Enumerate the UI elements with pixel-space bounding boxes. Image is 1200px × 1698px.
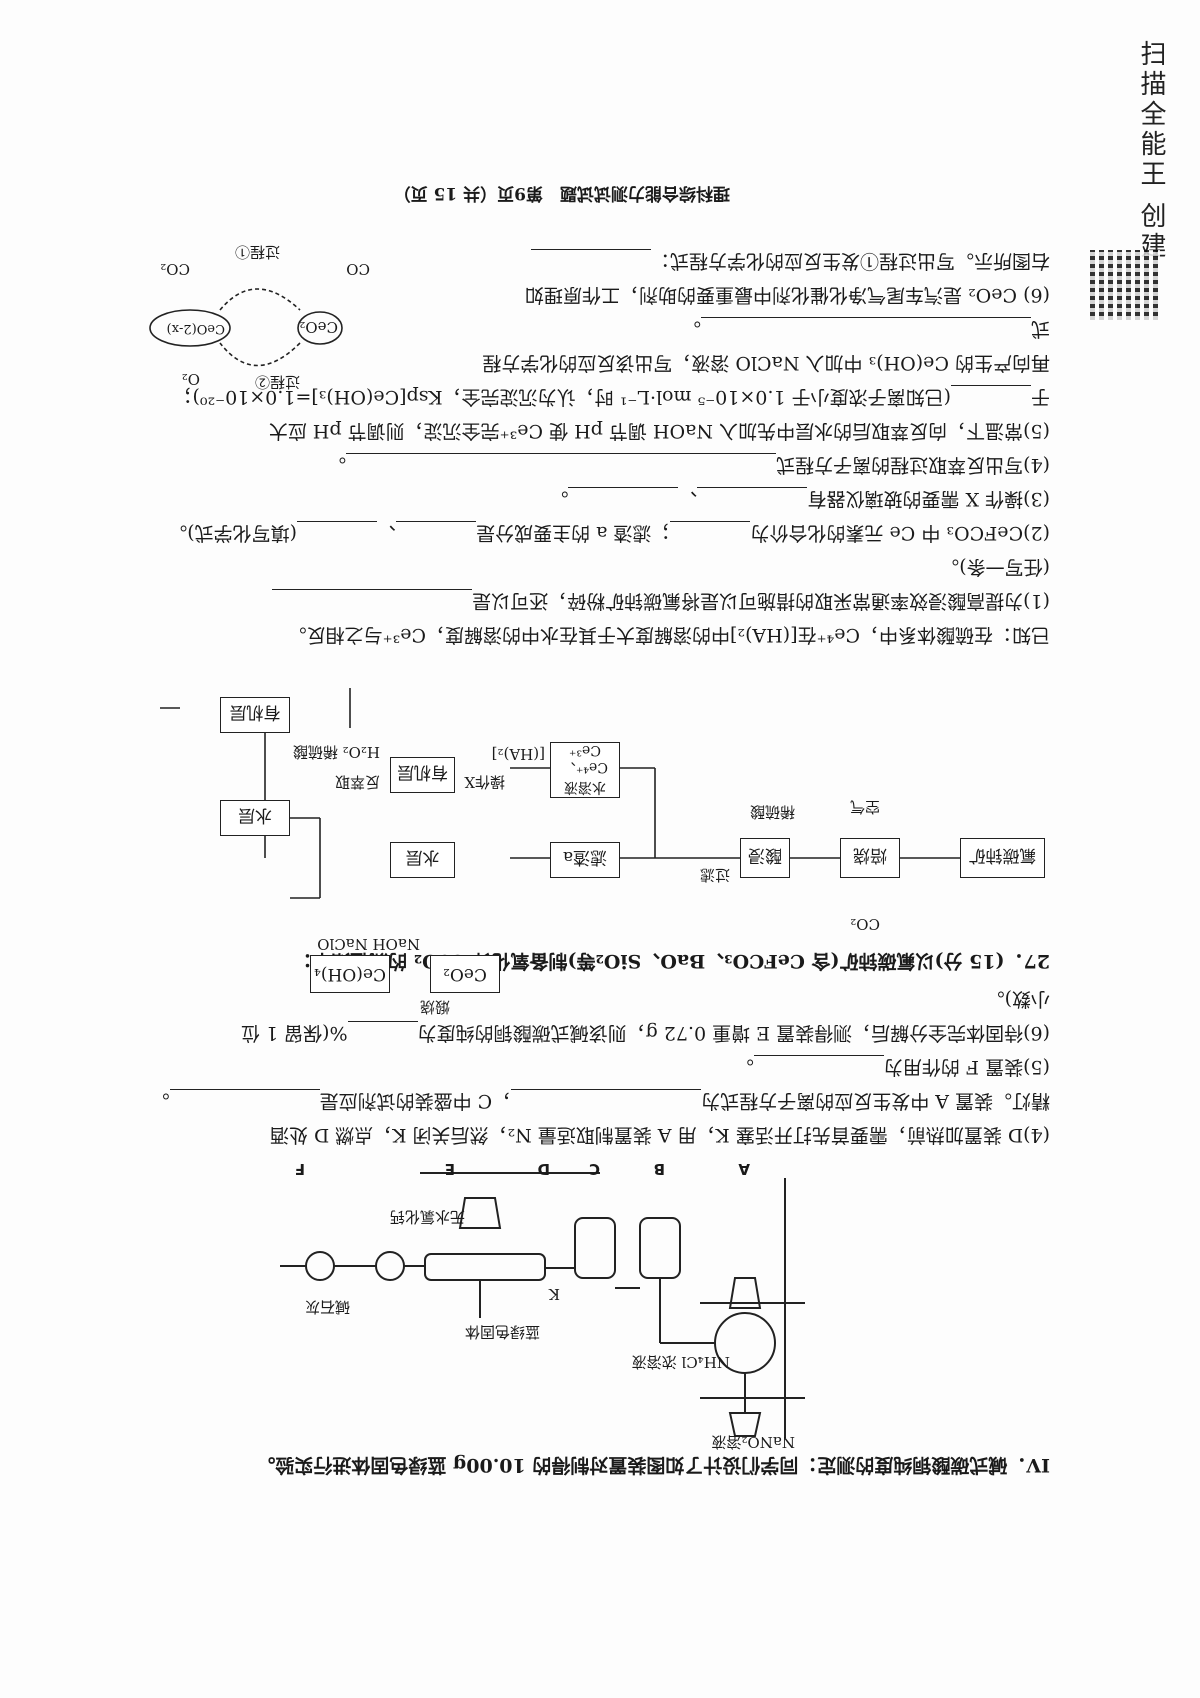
cycle-ceo2: CeO₂ [299,318,338,336]
cycle-co2: CO₂ [160,260,190,278]
cycle-p1: 过程① [234,243,280,261]
page-footer: 理科综合能力测试试题 第9页（共 15 页） [393,183,730,203]
cycle-co: CO [346,260,370,278]
cycle-o2: O₂ [181,370,200,388]
cycle-p2: 过程② [254,373,300,391]
watermark-text: 扫描全能王 创建 [1136,40,1166,263]
qr-code-icon [1090,250,1160,320]
cycle-ceo2x: CeO(2-x) [166,321,225,336]
